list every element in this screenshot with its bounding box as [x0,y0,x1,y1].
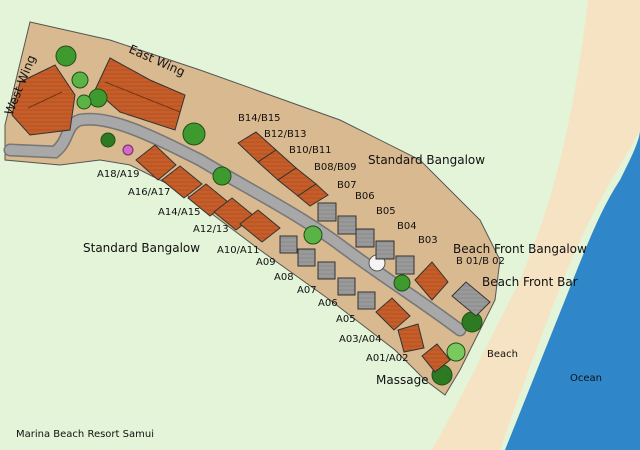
beach-front-bangalow[interactable] [414,261,449,301]
standard-bangalow-north-label: Standard Bangalow [368,153,485,167]
unit-label-b03: B03 [418,235,438,246]
unit-label-a05: A05 [336,314,356,325]
unit-label-a12-13: A12/13 [193,224,229,235]
beach-front-bar[interactable] [451,281,491,317]
unit-label-a08: A08 [274,272,294,283]
bangalow-row-a-tiles[interactable] [135,144,281,243]
unit-label-a06: A06 [318,298,338,309]
unit-label-b04: B04 [397,221,417,232]
unit-label-b01-b02: B 01/B 02 [456,256,505,267]
unit-label-a03-a04: A03/A04 [339,334,382,345]
bangalow-row-b-tiles[interactable] [237,131,329,207]
unit-label-a09: A09 [256,257,276,268]
unit-label-a16-a17: A16/A17 [128,187,171,198]
unit-label-b05: B05 [376,206,396,217]
map-title: Marina Beach Resort Samui [16,429,154,440]
unit-label-b06: B06 [355,191,375,202]
garden-bushes [55,45,483,386]
unit-label-a10-a11: A10/A11 [217,245,260,256]
unit-label-b10-b11: B10/B11 [289,145,332,156]
unit-label-b12-b13: B12/B13 [264,129,307,140]
west-wing-building[interactable] [11,64,76,136]
unit-label-b07: B07 [337,180,357,191]
unit-label-a14-a15: A14/A15 [158,207,201,218]
beach-sand [432,0,640,450]
unit-label-a18-a19: A18/A19 [97,169,140,180]
ocean-label: Ocean [570,373,602,384]
massage-label: Massage [376,373,429,387]
unit-label-b08-b09: B08/B09 [314,162,357,173]
standard-bangalow-south-label: Standard Bangalow [83,241,200,255]
beach-front-bar-label: Beach Front Bar [482,275,578,289]
ocean [505,0,640,450]
beach-label: Beach [487,349,518,360]
unit-label-b14-b15: B14/B15 [238,113,281,124]
bangalow-row-a-end[interactable] [375,297,451,373]
unit-label-a07: A07 [297,285,317,296]
unit-label-a01-a02: A01/A02 [366,353,409,364]
bangalow-row-b-grey[interactable] [317,202,415,275]
beach-front-bangalow-label: Beach Front Bangalow [453,242,587,256]
bangalow-row-a-grey[interactable] [279,235,376,310]
